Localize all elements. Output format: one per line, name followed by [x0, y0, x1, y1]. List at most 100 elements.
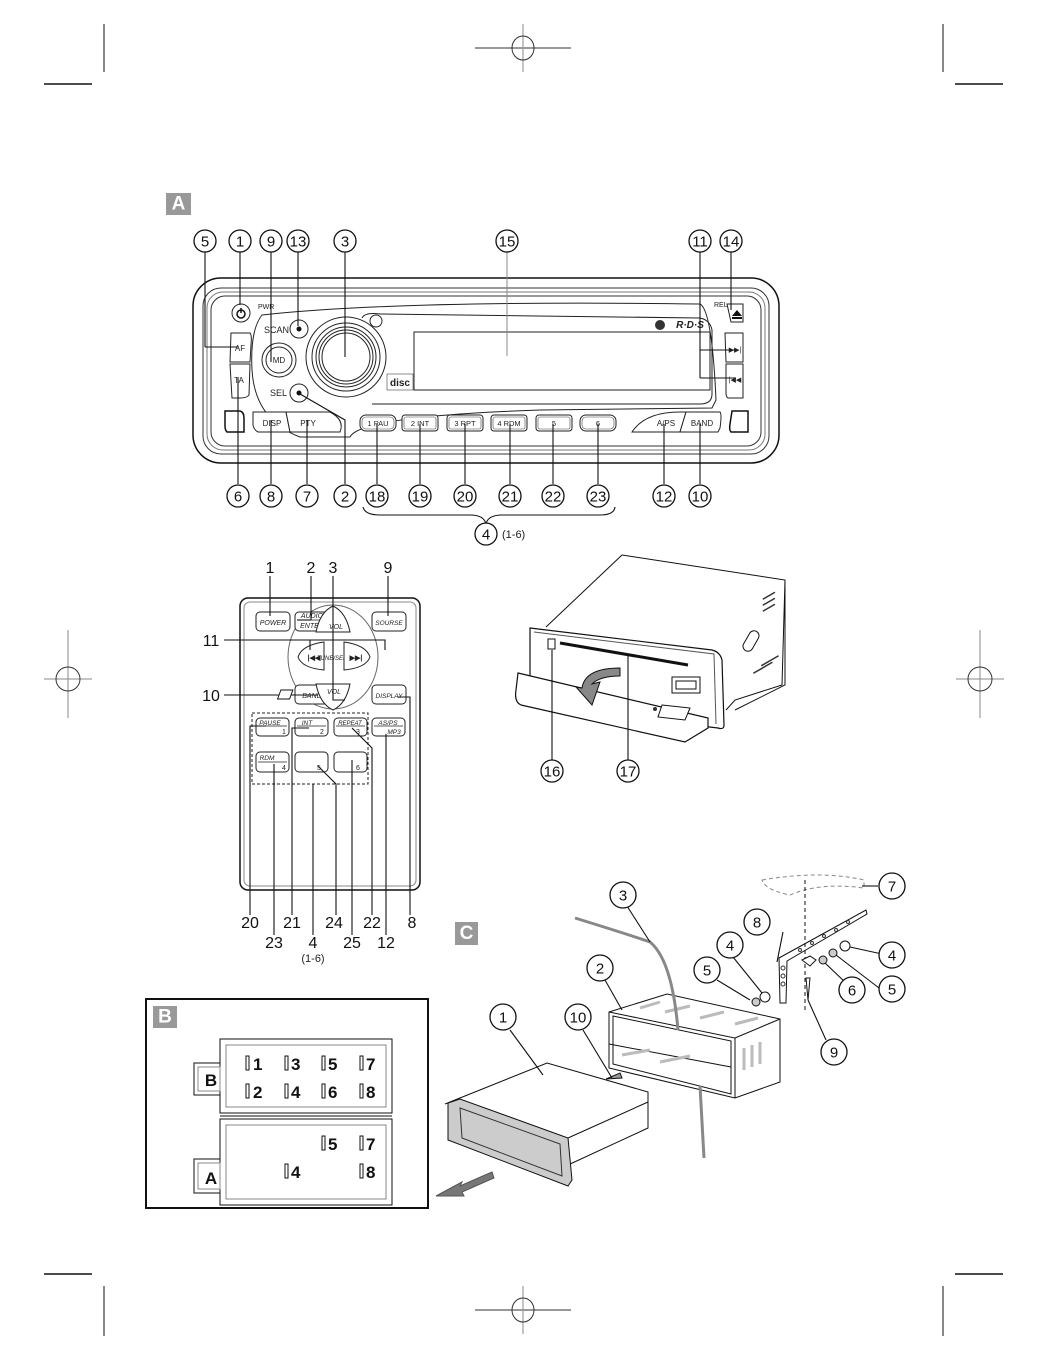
- installation-leader-lines: [509, 885, 883, 1079]
- svg-text:24: 24: [325, 915, 343, 932]
- side-button: [742, 630, 760, 652]
- callout: 16: [540, 759, 564, 783]
- svg-text:1 PAU: 1 PAU: [367, 419, 388, 428]
- remote-5-button[interactable]: 5: [294, 751, 329, 773]
- svg-text:23: 23: [265, 935, 283, 952]
- scan-button[interactable]: [289, 319, 309, 339]
- svg-text:PAUSE: PAUSE: [259, 720, 281, 727]
- volume-knob[interactable]: [305, 316, 387, 398]
- callout: 2: [586, 954, 614, 982]
- crop-marks: [44, 24, 1003, 1336]
- svg-text:3: 3: [619, 888, 627, 905]
- remote-leader-lines: [224, 576, 411, 935]
- svg-text:DISP: DISP: [263, 419, 282, 428]
- svg-text:4: 4: [888, 948, 896, 965]
- svg-text:SOURSE: SOURSE: [375, 620, 403, 627]
- svg-text:4: 4: [291, 1163, 301, 1182]
- remote-6-button[interactable]: 6: [333, 751, 368, 773]
- svg-text:A/PS: A/PS: [657, 419, 675, 428]
- svg-text:2: 2: [253, 1083, 262, 1102]
- svg-text:PTY: PTY: [300, 419, 316, 428]
- preset-5-button[interactable]: 5: [535, 414, 573, 432]
- remote-display-button[interactable]: DISPLAY: [371, 684, 407, 705]
- svg-text:VOL: VOL: [329, 624, 343, 631]
- sel-button[interactable]: [289, 383, 309, 403]
- pwr-button[interactable]: [231, 303, 251, 323]
- prev-track-button[interactable]: |◀◀: [725, 363, 744, 399]
- ta-button[interactable]: TA: [229, 363, 251, 399]
- svg-text:7: 7: [366, 1055, 375, 1074]
- block-b-label: B: [205, 1071, 217, 1090]
- callout: 1: [489, 1003, 517, 1031]
- svg-text:INT: INT: [302, 720, 314, 727]
- block-b-pins: 1 2 3 4 5 6 7 8: [245, 1055, 375, 1102]
- callout: 18: [365, 484, 389, 508]
- svg-text:21: 21: [502, 489, 519, 506]
- svg-text:5: 5: [888, 982, 896, 999]
- remote-power-button[interactable]: POWER: [255, 611, 291, 632]
- cd-unit-open-flap: [276, 554, 786, 760]
- svg-text:AUDIO: AUDIO: [300, 613, 324, 620]
- section-a-label: A: [172, 194, 186, 215]
- svg-text:BAND: BAND: [302, 693, 321, 700]
- af-button[interactable]: AF: [229, 332, 252, 363]
- block-a-pins: 4 5 7 8: [284, 1135, 375, 1182]
- svg-text:POWER: POWER: [260, 620, 286, 627]
- svg-text:8: 8: [408, 915, 417, 932]
- svg-text:9: 9: [830, 1045, 838, 1062]
- band-button[interactable]: BAND: [679, 411, 722, 433]
- svg-text:5: 5: [201, 234, 209, 251]
- svg-text:▶▶|: ▶▶|: [349, 655, 363, 662]
- preset-group-outline: [251, 712, 369, 785]
- remote-int-2-button[interactable]: INT 2: [294, 717, 329, 737]
- svg-text:TA: TA: [234, 376, 244, 385]
- svg-text:18: 18: [369, 489, 386, 506]
- head-unit-bottom-callouts: 6 8 7 2 18 19 20 21 22 23 12 10 4: [226, 484, 712, 546]
- svg-text:21: 21: [283, 915, 301, 932]
- callout: 7: [295, 484, 319, 508]
- svg-text:5: 5: [703, 963, 711, 980]
- aps-button[interactable]: A/PS: [631, 411, 687, 433]
- svg-text:2: 2: [596, 961, 604, 978]
- eject-button[interactable]: [547, 638, 556, 650]
- callout: 13: [286, 229, 310, 253]
- md-button[interactable]: MD: [261, 342, 297, 378]
- callout: 9: [259, 229, 283, 253]
- remote-control: POWER AUDIO ENTER VOL SOURSE |◀◀ TUNE/SE…: [239, 597, 421, 891]
- callout: 20: [453, 484, 477, 508]
- svg-text:4: 4: [282, 765, 286, 772]
- svg-text:1: 1: [282, 729, 286, 736]
- svg-text:AS/PS: AS/PS: [377, 720, 398, 727]
- svg-text:5: 5: [328, 1055, 337, 1074]
- callout: 17: [616, 759, 640, 783]
- callout: 9: [820, 1038, 848, 1066]
- next-track-button[interactable]: ▶▶|: [724, 332, 744, 363]
- svg-text:9: 9: [267, 234, 275, 251]
- callout: 21: [498, 484, 522, 508]
- eject-icon: [732, 310, 742, 316]
- svg-text:B: B: [158, 1007, 172, 1028]
- left-release-tab[interactable]: [224, 410, 245, 433]
- remote-prev-button[interactable]: |◀◀: [297, 641, 325, 671]
- preset-1-pau-button[interactable]: 1 PAU: [359, 414, 397, 432]
- remote-rdm-4-button[interactable]: RDM 4: [255, 751, 290, 773]
- svg-text:(1-6): (1-6): [301, 953, 324, 965]
- remote-pause-1-button[interactable]: PAUSE 1: [255, 717, 290, 737]
- callout: 4: [716, 931, 744, 959]
- remote-next-button[interactable]: ▶▶|: [343, 641, 371, 671]
- svg-text:RDM: RDM: [260, 755, 275, 762]
- callout: 3: [609, 881, 637, 909]
- release-eject-button[interactable]: [726, 303, 744, 323]
- remote-source-button[interactable]: SOURSE: [371, 611, 407, 632]
- svg-text:6: 6: [356, 765, 360, 772]
- remote-repeat-3-button[interactable]: REPEAT 3: [333, 717, 368, 737]
- preset-4-rdm-button[interactable]: 4 RDM: [490, 414, 528, 432]
- callout: 5: [693, 956, 721, 984]
- svg-text:17: 17: [620, 764, 637, 781]
- svg-text:1: 1: [236, 234, 244, 251]
- remote-asps-mp3-button[interactable]: AS/PS MP3: [371, 717, 406, 737]
- pty-button[interactable]: PTY: [285, 411, 342, 433]
- svg-text:5: 5: [328, 1135, 337, 1154]
- right-release-tab[interactable]: [728, 410, 749, 433]
